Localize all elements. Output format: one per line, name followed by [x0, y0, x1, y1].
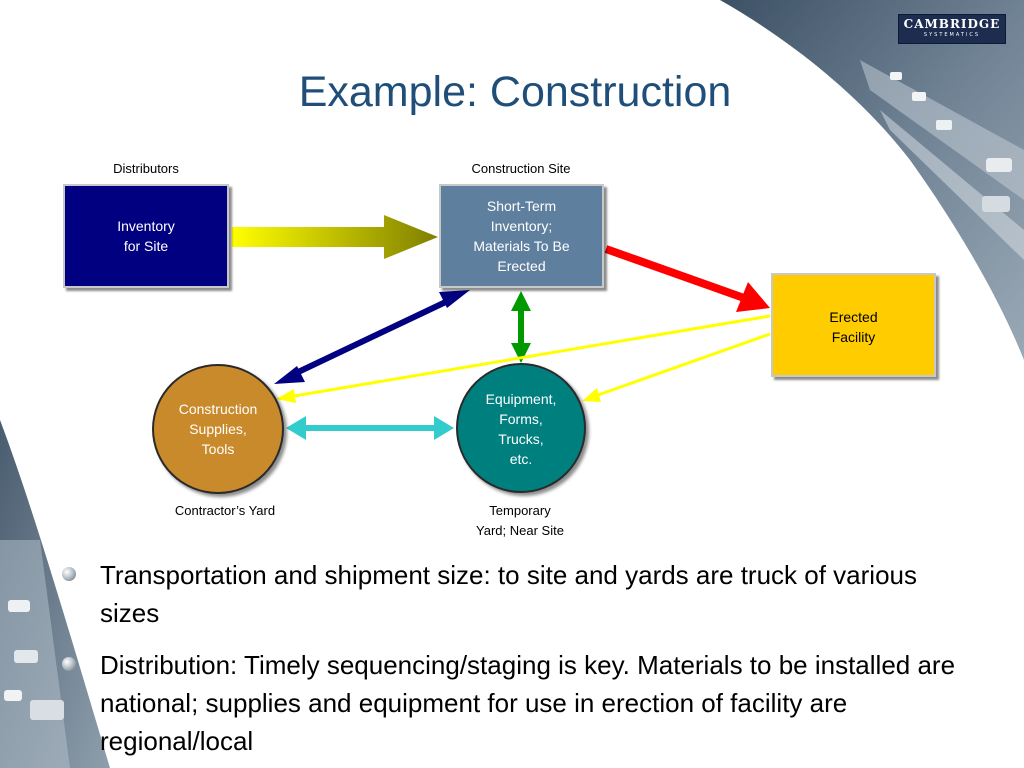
node-erected-label: Erected Facility [829, 309, 878, 345]
node-inventory-label: Inventory for Site [117, 218, 175, 254]
label-temporary-yard: Temporary Yard; Near Site [476, 503, 564, 538]
bullet-icon [62, 657, 76, 671]
arrow-erected-to-supplies [276, 314, 771, 403]
node-equipment: Equipment, Forms, Trucks, etc. [456, 363, 586, 493]
arrow-short-term-equipment [511, 291, 531, 363]
node-short-term-inventory: Short-Term Inventory; Materials To Be Er… [439, 184, 604, 288]
arrow-erected-to-equipment [582, 332, 771, 402]
bullet-item: Distribution: Timely sequencing/staging … [62, 646, 962, 760]
bullet-text: Transportation and shipment size: to sit… [100, 560, 917, 628]
node-short-term-label: Short-Term Inventory; Materials To Be Er… [473, 198, 570, 274]
bullet-icon [62, 567, 76, 581]
label-construction-site: Construction Site [471, 161, 571, 176]
label-distributors: Distributors [113, 161, 179, 176]
node-supplies-label: Construction Supplies, Tools [178, 401, 258, 457]
label-contractors-yard: Contractor’s Yard [174, 503, 276, 518]
slide-title: Example: Construction [298, 68, 732, 116]
logo-main-text: CAMBRIDGE [903, 17, 1001, 31]
arrow-short-term-to-erected [604, 245, 770, 312]
bullet-list: Transportation and shipment size: to sit… [62, 556, 962, 768]
bullet-item: Transportation and shipment size: to sit… [62, 556, 962, 632]
node-erected-facility: Erected Facility [771, 273, 936, 377]
cambridge-systematics-logo: CAMBRIDGE SYSTEMATICS [898, 14, 1006, 44]
arrow-supplies-equipment [286, 416, 454, 440]
arrow-inventory-to-short-term [232, 215, 438, 259]
logo-sub-text: SYSTEMATICS [923, 32, 981, 38]
node-equipment-label: Equipment, Forms, Trucks, etc. [485, 391, 557, 467]
node-construction-supplies: Construction Supplies, Tools [152, 364, 284, 494]
node-inventory-for-site: Inventory for Site [63, 184, 229, 288]
arrow-short-term-supplies [274, 290, 470, 384]
bullet-text: Distribution: Timely sequencing/staging … [100, 650, 956, 756]
